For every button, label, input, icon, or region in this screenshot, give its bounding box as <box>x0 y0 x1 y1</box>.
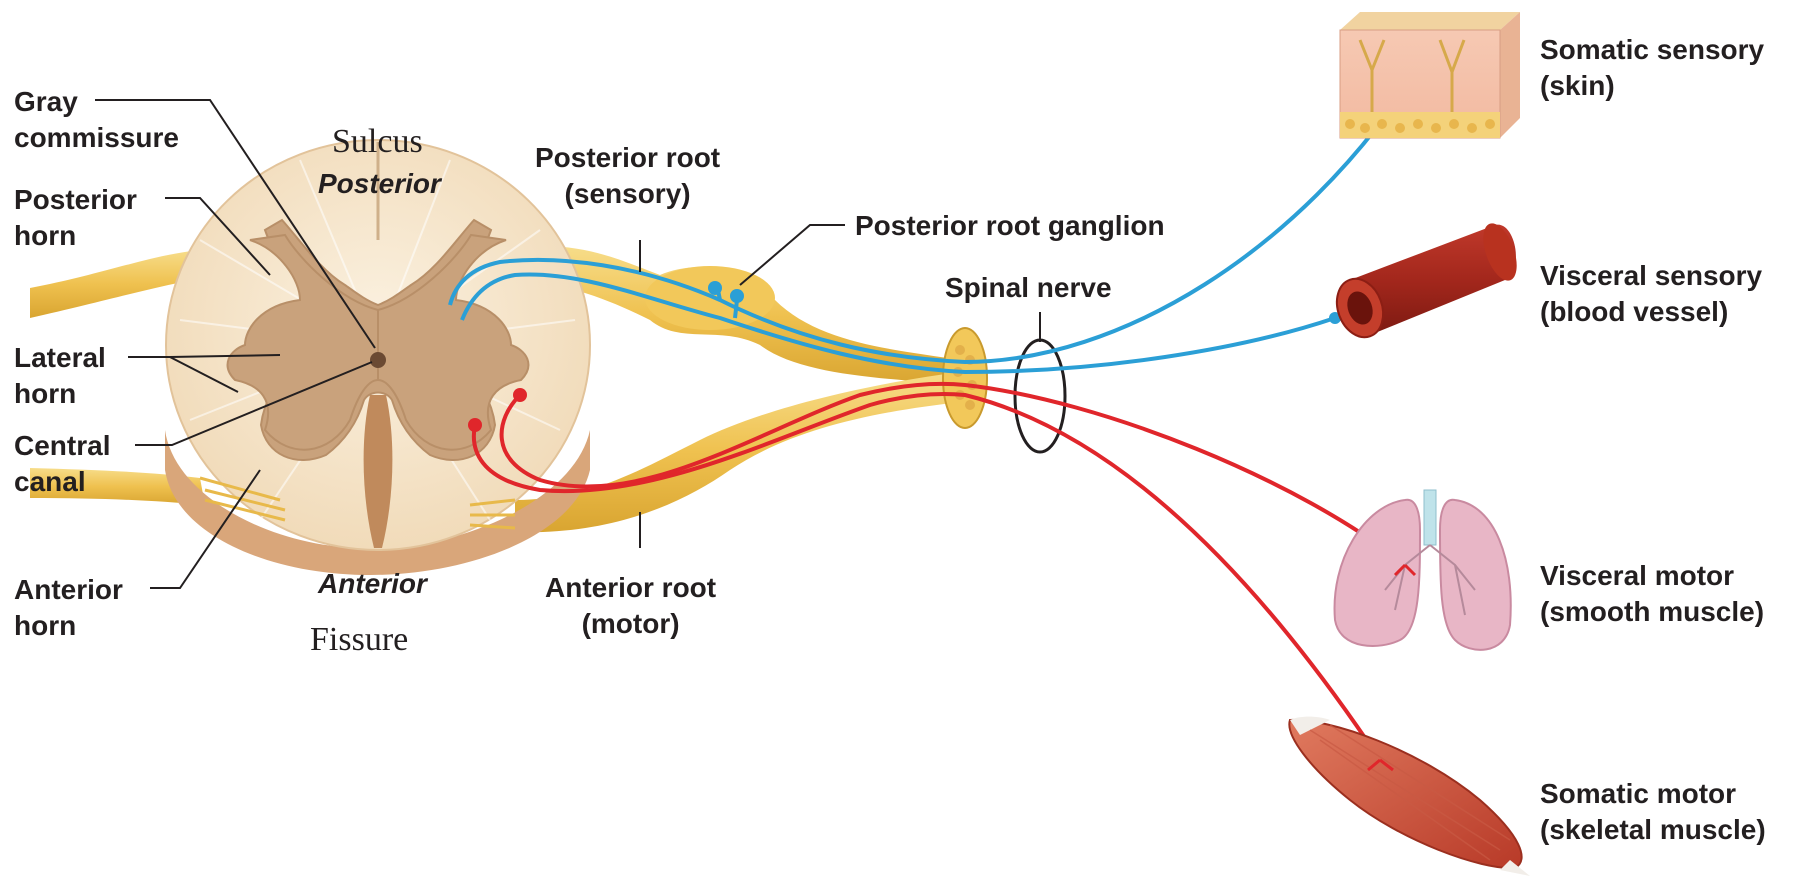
label-spinal-nerve: Spinal nerve <box>945 270 1112 306</box>
label-posterior-root-ganglion: Posterior root ganglion <box>855 208 1165 244</box>
label-line: (skin) <box>1540 68 1764 104</box>
label-line: Posterior root <box>535 140 720 176</box>
sensory-neuron-body-1 <box>708 281 722 295</box>
label-gray-commissure: Gray commissure <box>14 84 179 156</box>
skeletal-muscle-illustration <box>1289 717 1530 876</box>
spinal-nerve-cross-section <box>943 328 987 428</box>
label-line: (sensory) <box>535 176 720 212</box>
label-anterior-horn: Anterior horn <box>14 572 123 644</box>
label-line: Lateral <box>14 340 106 376</box>
label-line: (smooth muscle) <box>1540 594 1764 630</box>
label-line: Visceral sensory <box>1540 258 1762 294</box>
lungs-illustration <box>1335 490 1511 650</box>
label-line: Somatic motor <box>1540 776 1766 812</box>
label-line: (skeletal muscle) <box>1540 812 1766 848</box>
label-anterior: Anterior <box>318 566 427 602</box>
sensory-neuron-body-2 <box>730 289 744 303</box>
label-posterior-root: Posterior root (sensory) <box>535 140 720 212</box>
label-line: Anterior <box>14 572 123 608</box>
label-line: horn <box>14 376 106 412</box>
label-line: (blood vessel) <box>1540 294 1762 330</box>
label-lateral-horn: Lateral horn <box>14 340 106 412</box>
central-canal <box>370 352 386 368</box>
label-visceral-motor: Visceral motor (smooth muscle) <box>1540 558 1764 630</box>
label-somatic-motor: Somatic motor (skeletal muscle) <box>1540 776 1766 848</box>
label-sulcus: Sulcus <box>332 122 423 162</box>
label-anterior-root: Anterior root (motor) <box>545 570 716 642</box>
label-posterior: Posterior <box>318 166 441 202</box>
label-line: (motor) <box>545 606 716 642</box>
label-central-canal: Central canal <box>14 428 110 500</box>
motor-neuron-body-2 <box>468 418 482 432</box>
motor-neuron-body-1 <box>513 388 527 402</box>
label-somatic-sensory: Somatic sensory (skin) <box>1540 32 1764 104</box>
label-line: Posterior <box>14 182 137 218</box>
blood-vessel-illustration <box>1329 219 1523 344</box>
skin-illustration <box>1340 12 1520 138</box>
label-line: Anterior root <box>545 570 716 606</box>
label-line: canal <box>14 464 110 500</box>
posterior-root-ganglion-body <box>645 266 775 330</box>
label-line: Central <box>14 428 110 464</box>
label-line: horn <box>14 218 137 254</box>
label-line: horn <box>14 608 123 644</box>
label-line: Gray <box>14 84 179 120</box>
label-line: commissure <box>14 120 179 156</box>
label-line: Visceral motor <box>1540 558 1764 594</box>
label-visceral-sensory: Visceral sensory (blood vessel) <box>1540 258 1762 330</box>
label-fissure: Fissure <box>310 620 408 660</box>
label-line: Somatic sensory <box>1540 32 1764 68</box>
label-posterior-horn: Posterior horn <box>14 182 137 254</box>
